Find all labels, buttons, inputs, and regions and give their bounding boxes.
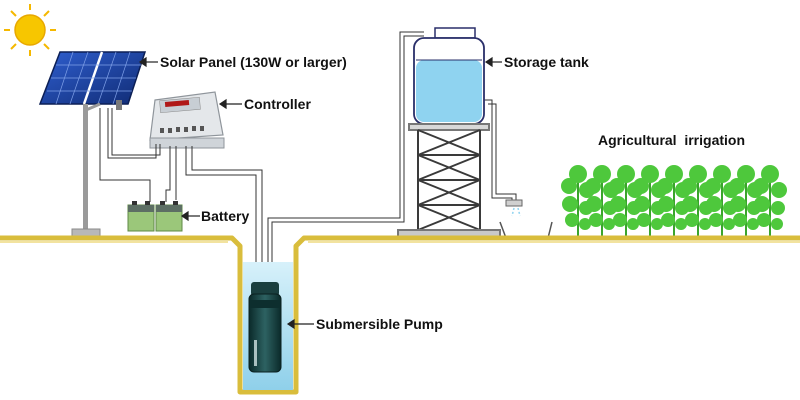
controller-label: Controller [244, 96, 311, 112]
ground-surface [0, 235, 800, 395]
irrigation-plants [561, 165, 787, 236]
tank-tower [397, 123, 501, 239]
solar-panel [38, 51, 147, 238]
submersible-pump-label: Submersible Pump [316, 316, 443, 332]
plant-icon [633, 165, 667, 236]
battery-label: Battery [201, 208, 250, 224]
plant-icon [561, 165, 595, 236]
wiring [99, 31, 517, 285]
storage-tank [413, 27, 485, 125]
controller [149, 91, 225, 149]
plant-icon [705, 165, 739, 236]
solar-panel-label: Solar Panel (130W or larger) [160, 54, 347, 70]
plant-icon [753, 165, 787, 236]
submersible-pump [248, 282, 282, 373]
faucet-icon [505, 199, 523, 217]
storage-tank-label: Storage tank [504, 54, 589, 70]
battery [127, 201, 183, 232]
plant-icon [657, 165, 691, 236]
agricultural-irrigation-label: Agricultural irrigation [598, 132, 746, 148]
plant-icon [729, 165, 763, 236]
sun-icon [4, 4, 56, 56]
